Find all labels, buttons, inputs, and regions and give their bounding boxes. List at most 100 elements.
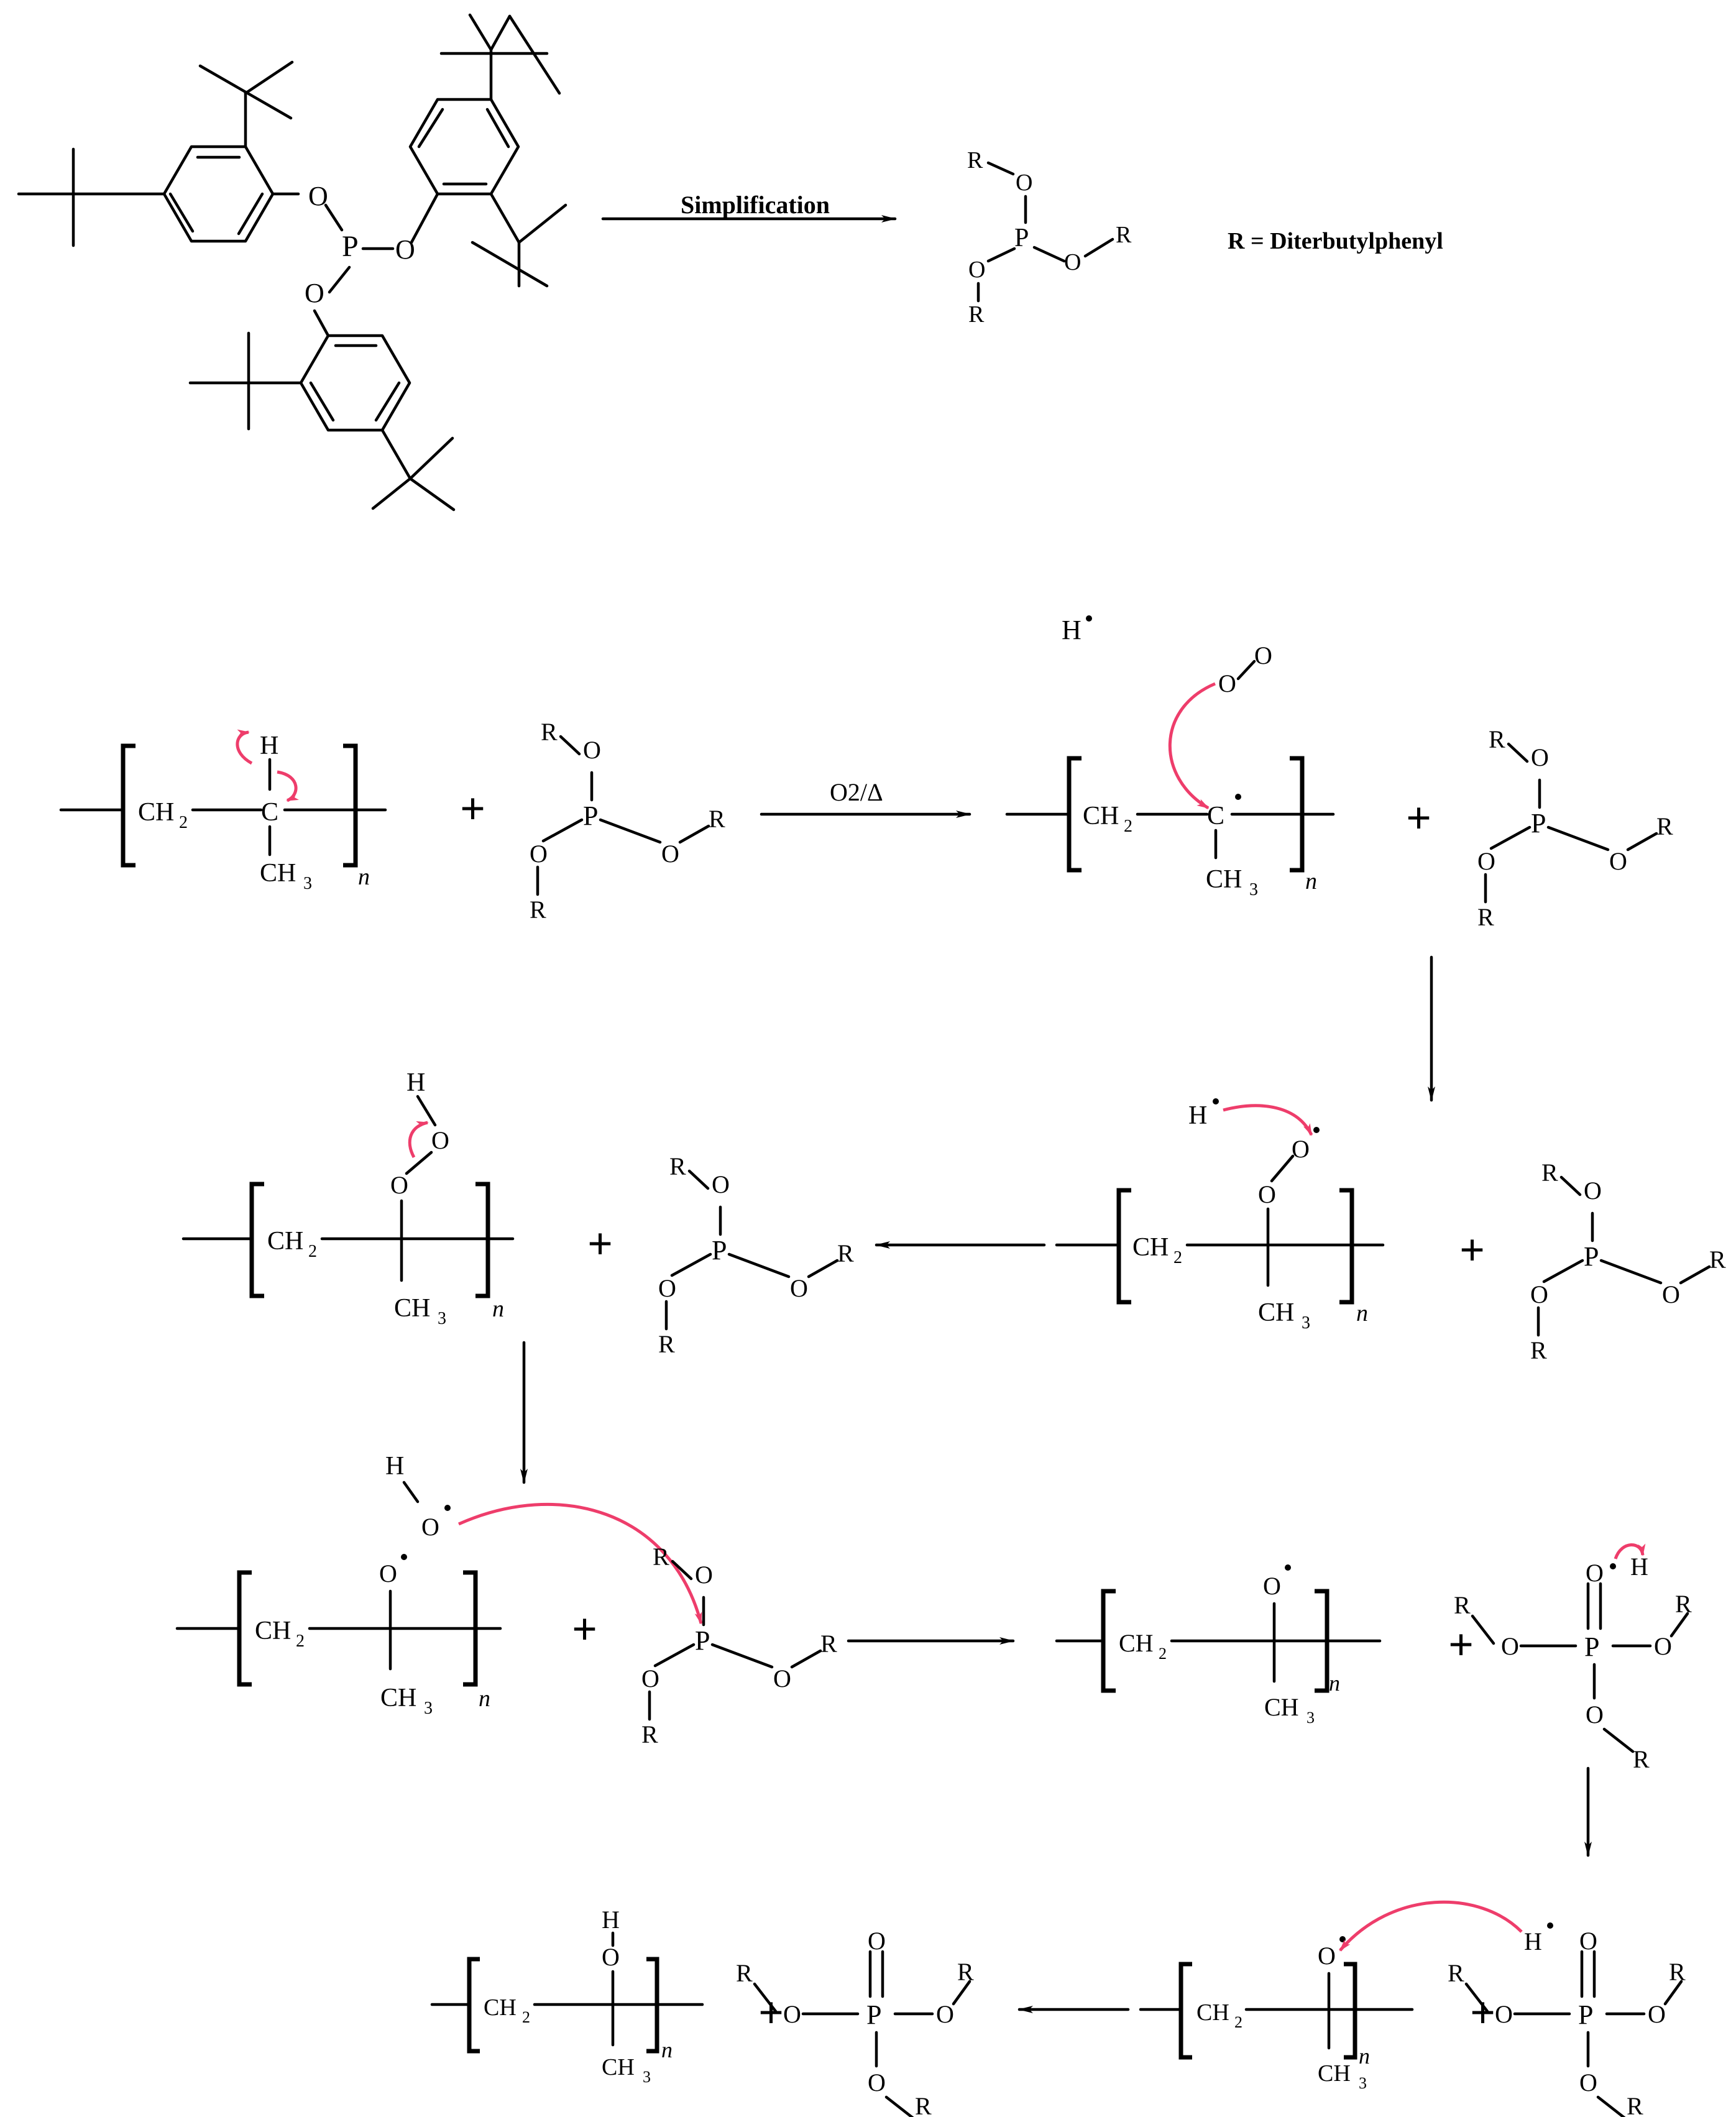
svg-text:CH: CH (1132, 1233, 1169, 1262)
svg-text:2: 2 (1173, 1248, 1182, 1267)
svg-text:R: R (820, 1630, 837, 1658)
svg-text:O: O (1263, 1572, 1281, 1600)
svg-text:3: 3 (303, 874, 312, 893)
plus-sign: + (587, 1219, 613, 1269)
svg-text:P: P (712, 1235, 727, 1265)
svg-text:O: O (602, 1943, 620, 1971)
svg-text:P: P (695, 1625, 710, 1656)
svg-text:R: R (1530, 1336, 1547, 1364)
svg-text:O: O (1530, 1280, 1548, 1308)
polymer-alkoxy-hydroxyl-radicals: CH 2 O CH 3 n H O (175, 1452, 703, 1718)
phosphate-radical: R O P O R O H O R (1454, 1543, 1692, 1773)
svg-text:O: O (1292, 1135, 1310, 1163)
svg-text:CH: CH (267, 1227, 303, 1256)
svg-text:O: O (583, 736, 601, 764)
svg-text:R: R (541, 718, 558, 746)
plus-sign: + (460, 784, 485, 833)
svg-text:P: P (1584, 1632, 1599, 1662)
svg-text:P: P (1531, 808, 1546, 838)
phosphite-simplified: R O P O R O R (967, 147, 1132, 328)
svg-text:H: H (602, 1906, 620, 1934)
radical-dot (1086, 615, 1092, 622)
svg-text:R: R (1656, 812, 1673, 840)
phosphite-reagent: R O P O R O R (658, 1152, 854, 1358)
svg-text:R: R (968, 301, 985, 328)
svg-text:O: O (390, 1171, 408, 1199)
svg-text:R: R (915, 2092, 932, 2117)
svg-text:O: O (1477, 847, 1495, 875)
svg-text:O: O (1218, 669, 1236, 697)
svg-text:R: R (837, 1239, 854, 1267)
phosphate-product: R O P O R O O R (736, 1927, 974, 2117)
oxygen-atom: O (305, 278, 324, 308)
svg-text:CH: CH (602, 2054, 635, 2080)
polymer-alkoxy-radical: CH 2 O CH 3 n (1055, 1564, 1382, 1727)
svg-text:R: R (1627, 2092, 1643, 2117)
svg-text:H: H (1630, 1553, 1648, 1581)
svg-text:n: n (1329, 1671, 1340, 1696)
svg-text:n: n (358, 864, 370, 890)
svg-text:2: 2 (1159, 1645, 1167, 1663)
svg-text:C: C (261, 798, 278, 827)
radical-dot (401, 1554, 407, 1560)
svg-text:O: O (530, 840, 548, 868)
polymer-radical: CH 2 C CH 3 n O O (1005, 641, 1335, 899)
svg-text:2: 2 (308, 1242, 317, 1261)
hydrogen-radical: H (1524, 1927, 1542, 1955)
svg-text:n: n (479, 1686, 490, 1712)
svg-text:CH: CH (260, 859, 296, 888)
svg-text:O: O (695, 1561, 713, 1589)
svg-text:O: O (773, 1665, 791, 1692)
svg-text:3: 3 (1307, 1709, 1315, 1727)
svg-text:O: O (1579, 2069, 1597, 2096)
svg-text:CH: CH (1206, 865, 1242, 894)
svg-text:3: 3 (1302, 1313, 1310, 1333)
plus-sign: + (1448, 1620, 1474, 1669)
svg-text:O: O (790, 1274, 808, 1302)
r-group-definition: R = Diterbutylphenyl (1228, 228, 1443, 254)
svg-text:n: n (1356, 1300, 1368, 1326)
svg-text:CH: CH (1258, 1298, 1294, 1327)
svg-text:O: O (421, 1513, 439, 1541)
svg-text:CH: CH (1318, 2060, 1351, 2087)
phosphite-full-structure: O P O O (17, 13, 567, 512)
polymer-hydroperoxide: CH 2 O O H CH 3 n (181, 1068, 515, 1328)
svg-text:n: n (661, 2037, 673, 2062)
radical-dot (1547, 1922, 1553, 1929)
svg-text:R: R (1448, 1959, 1464, 1987)
phosphate-product: R O P O R O O R (1448, 1927, 1686, 2117)
svg-text:O: O (1579, 1927, 1597, 1955)
svg-text:H: H (385, 1452, 404, 1481)
svg-text:3: 3 (1249, 880, 1258, 899)
svg-text:2: 2 (179, 813, 188, 832)
svg-text:R: R (1669, 1958, 1686, 1986)
svg-text:CH: CH (255, 1617, 291, 1645)
svg-text:H: H (1188, 1101, 1207, 1130)
phosphite-reagent: R O P O R O R (1477, 725, 1673, 931)
svg-text:P: P (866, 2000, 881, 2030)
svg-text:CH: CH (1083, 802, 1119, 830)
svg-text:O: O (658, 1274, 676, 1302)
svg-text:H: H (260, 732, 278, 760)
svg-text:O: O (868, 1927, 886, 1955)
svg-text:C: C (1207, 802, 1224, 830)
phosphite-reagent: R O P O R O R (1530, 1159, 1726, 1364)
svg-text:2: 2 (296, 1632, 305, 1651)
svg-text:R: R (736, 1959, 753, 1987)
svg-text:3: 3 (1359, 2074, 1367, 2092)
svg-text:R: R (530, 896, 546, 924)
svg-text:O: O (1531, 743, 1549, 771)
svg-text:R: R (641, 1720, 658, 1748)
svg-text:3: 3 (643, 2068, 651, 2086)
svg-text:2: 2 (1124, 817, 1132, 836)
phosphite-reagent: R O P O R O R (641, 1543, 837, 1748)
svg-text:2: 2 (522, 2008, 530, 2026)
svg-text:P: P (1584, 1241, 1599, 1272)
svg-text:R: R (1633, 1745, 1650, 1773)
polymer-alkoxy-radical: CH 2 O CH 3 n (1139, 1936, 1414, 2092)
polymer-peroxy-radical: CH 2 O O CH 3 n H (1055, 1098, 1385, 1333)
oxygen-atom: O (308, 181, 328, 211)
svg-text:CH: CH (380, 1684, 416, 1712)
svg-text:R: R (957, 1958, 974, 1986)
